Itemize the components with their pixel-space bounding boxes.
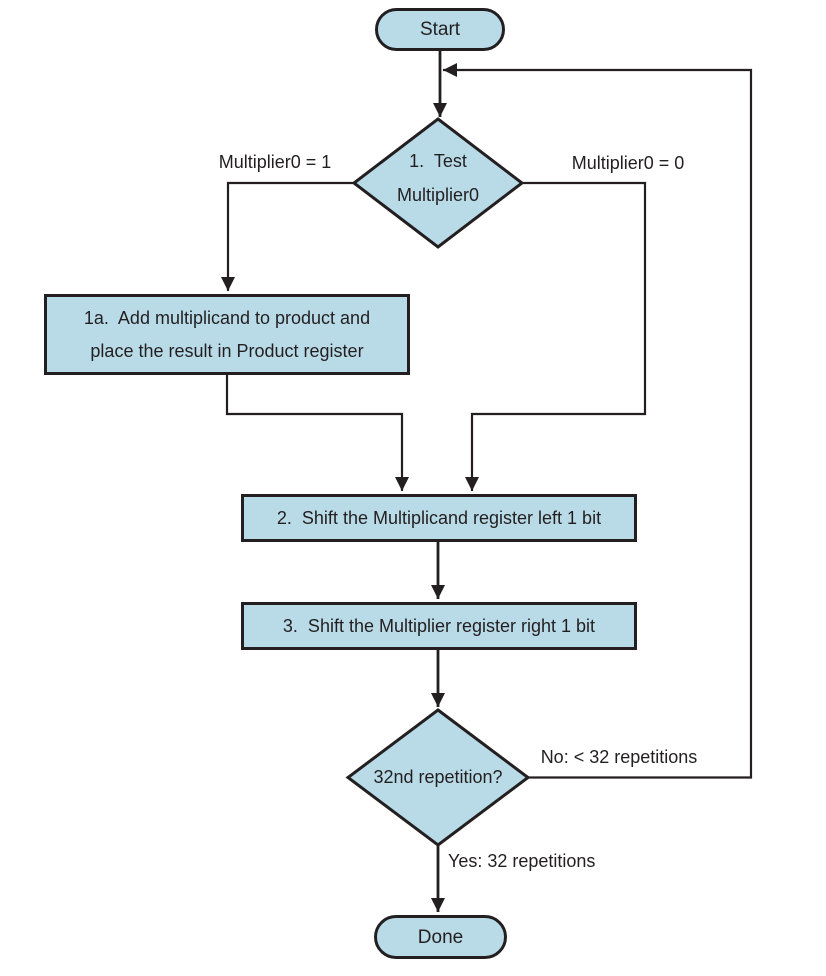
edge-no-feedback-loop — [443, 63, 753, 779]
edge-test-to-add — [221, 181, 354, 291]
done-label: Done — [417, 926, 464, 948]
edge-label-yes-branch: Yes: 32 repetitions — [448, 851, 596, 871]
process-shift-multiplier-right: 3. Shift the Multiplier register right 1… — [241, 602, 637, 650]
process-shift-left-label: 2. Shift the Multiplicand register left … — [276, 507, 602, 528]
start-node: Start — [375, 8, 505, 51]
edge-test-to-shift-left — [465, 181, 647, 491]
process-add-multiplicand: 1a. Add multiplicand to product and plac… — [44, 294, 410, 375]
process-shift-multiplicand-left: 2. Shift the Multiplicand register left … — [241, 494, 637, 542]
decision-32nd-repetition-shape — [345, 708, 531, 847]
process-add-line1: 1a. Add multiplicand to product and — [83, 307, 371, 328]
edge-add-to-shift-left — [225, 375, 409, 491]
edge-label-no-branch: No: < 32 repetitions — [540, 747, 698, 767]
start-label: Start — [419, 19, 461, 40]
edge-label-multiplier0-is-1: Multiplier0 = 1 — [218, 152, 332, 172]
process-add-line2: place the result in Product register — [90, 340, 364, 361]
decision-test-multiplier0-shape — [351, 117, 525, 249]
done-node: Done — [374, 915, 507, 959]
edge-label-multiplier0-is-0: Multiplier0 = 0 — [571, 153, 685, 173]
process-shift-right-label: 3. Shift the Multiplier register right 1… — [282, 615, 596, 636]
